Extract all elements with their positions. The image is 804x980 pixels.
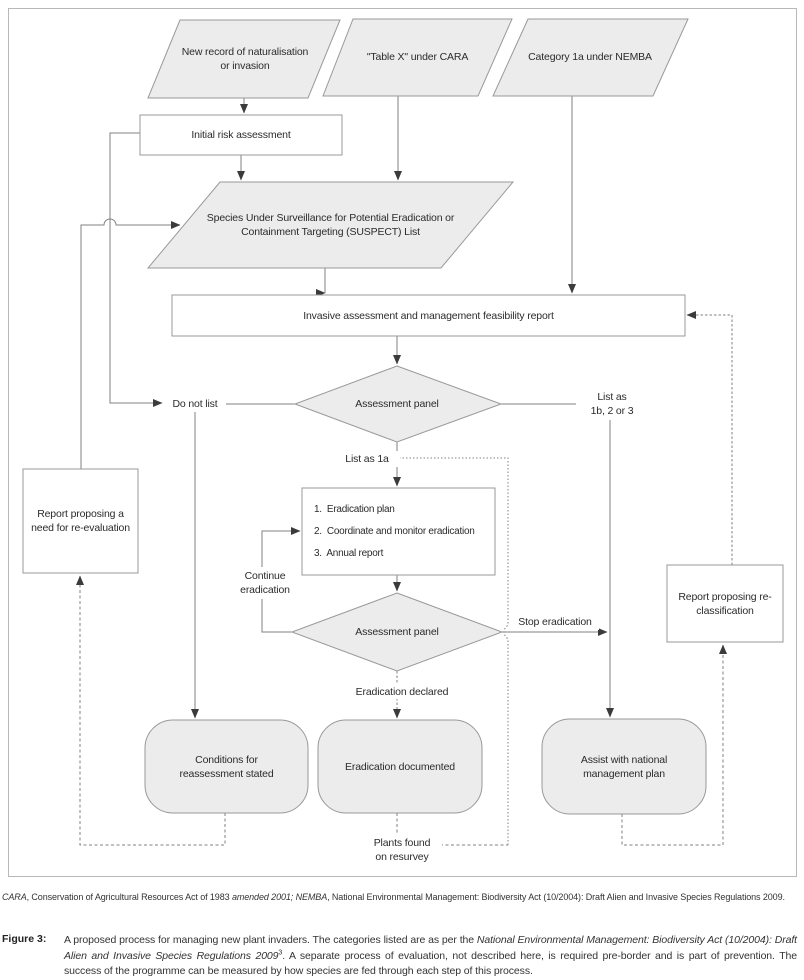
eradication-step-2: 2. Coordinate and monitor eradication [314,525,475,537]
shape-initial-risk [139,114,343,156]
shape-report-reclassification [666,564,784,643]
shape-feasibility [171,294,686,337]
edge-reclassification-to-report [686,311,733,565]
shape-panel2 [290,592,504,672]
shape-table-x [322,18,513,97]
edge-label-eradication-declared: Eradication declared [352,684,452,699]
shape-conditions [144,719,309,814]
shape-new-record [147,19,341,99]
node-conditions: Conditions for reassessment stated [179,753,274,780]
edge-risk-to-donotlist [109,132,163,407]
edge-label-do-not-list: Do not list [164,396,226,412]
node-report-reevaluation: Report proposing a need for re-evaluatio… [31,508,130,534]
edge-reevaluation-to-suspect [80,218,181,469]
node-report-reclassification: Report proposing re- classification [678,590,772,617]
eradication-step-3: 3. Annual report [314,547,384,559]
eradication-step-1: 1. Eradication plan [314,503,395,515]
shape-assist [541,718,707,815]
edge-label-continue-eradication: Continue eradication [233,567,297,599]
figure-border [8,8,797,877]
edge-label-stop-eradication: Stop eradication [511,614,599,630]
shape-category-1a [492,18,689,97]
shape-panel1 [293,365,503,443]
node-eradication-documented: Eradication documented [345,760,455,773]
edge-conditions-to-reevaluation [76,575,226,846]
edge-assist-to-reclassification [621,644,727,846]
node-category-1a: Category 1a under NEMBA [528,51,652,63]
caption-text: A proposed process for managing new plan… [64,934,797,977]
edge-label-list-1a: List as 1a [336,451,398,467]
footnote: CARA, Conservation of Agricultural Resou… [2,892,785,902]
node-new-record: New record of naturalisation or invasion [181,46,309,72]
node-initial-risk: Initial risk assessment [191,129,291,141]
node-feasibility: Invasive assessment and management feasi… [303,309,554,322]
shape-eradication-documented [317,719,483,814]
edge-label-list-1b-2-3: List as 1b, 2 or 3 [578,388,646,420]
shape-suspect [146,181,515,269]
edge-label-plants-found: Plants found on resurvey [362,834,442,865]
node-table-x: "Table X" under CARA [366,51,469,63]
node-eradication-plan-list: 1. Eradication plan 2. Coordinate and mo… [314,488,494,575]
node-assist: Assist with national management plan [580,753,668,780]
node-assessment-panel-2: Assessment panel [355,626,439,638]
node-suspect: Species Under Surveillance for Potential… [206,212,455,238]
shape-report-reevaluation [22,468,139,574]
caption-label: Figure 3: [2,933,47,945]
shapes [22,18,784,815]
node-assessment-panel-1: Assessment panel [355,398,439,410]
shape-eradication-plan [301,487,496,576]
